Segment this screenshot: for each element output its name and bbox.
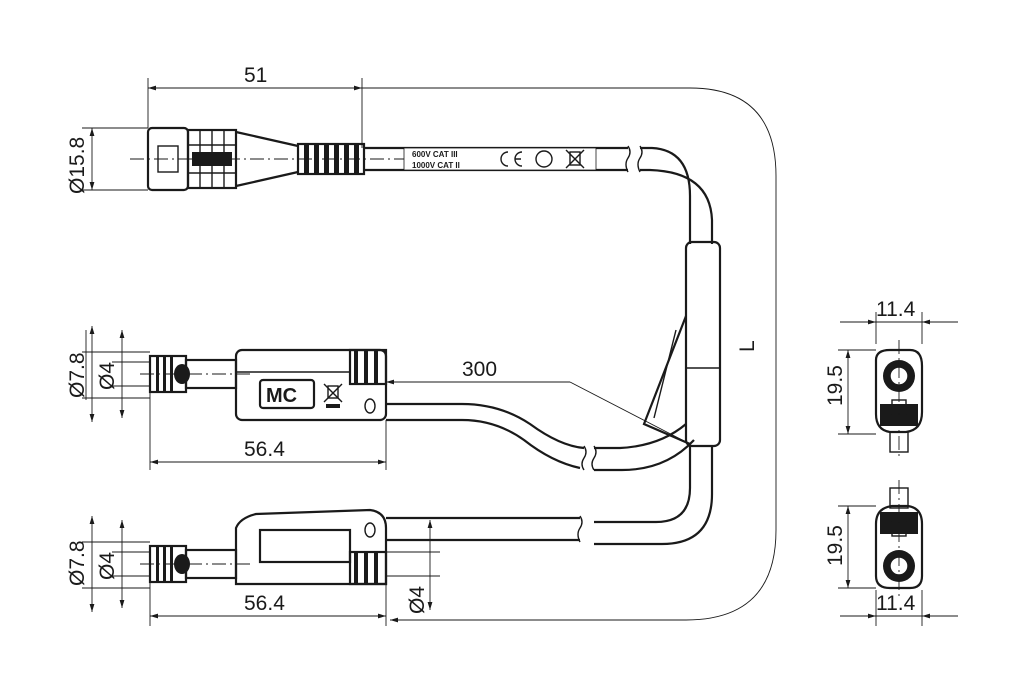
dim-plug1-pin: Ø4 (96, 362, 119, 390)
dim-side-width-bottom: 11.4 (876, 592, 916, 615)
ul-mark-icon (535, 150, 553, 168)
cable-marking-line2: 1000V CAT II (412, 161, 460, 170)
side-view-top: 11.4 19.5 (824, 298, 958, 456)
dim-total-length: L (736, 340, 759, 352)
dim-plug2-pin: Ø4 (96, 552, 119, 580)
dim-side-width-top: 11.4 (876, 298, 916, 321)
dim-plug1-length: 56.4 (244, 438, 285, 461)
top-connector: 51 Ø15.8 (66, 64, 420, 194)
dim-top-length: 51 (244, 64, 267, 87)
dim-plug2-length: 56.4 (244, 592, 285, 615)
dim-side-height-bottom: 19.5 (824, 525, 847, 566)
length-dimension: L (362, 87, 777, 623)
dim-socket-diameter: Ø4 (406, 586, 429, 614)
junction-body (642, 240, 722, 448)
dim-plug2-diameter: Ø7.8 (66, 540, 89, 586)
top-cable: 600V CAT III 1000V CAT II (364, 145, 714, 244)
plug-1: Ø7.8 Ø4 MC (66, 326, 388, 470)
junction-lower-cable-a (594, 446, 692, 524)
weee-bin-icon (565, 149, 585, 169)
dim-lead-length: 300 (462, 358, 497, 381)
dim-top-diameter: Ø15.8 (66, 137, 89, 194)
mc-logo: MC (266, 385, 297, 407)
side-view-bottom: 19.5 11.4 (824, 480, 958, 626)
dim-plug1-diameter: Ø7.8 (66, 352, 89, 398)
junction-lower-cable-b (594, 446, 714, 546)
dim-side-height-top: 19.5 (824, 365, 847, 406)
plug1-weee-bin-icon (323, 383, 343, 408)
plug1-cable: 300 (386, 358, 695, 472)
plug-2: Ø7.8 Ø4 Ø4 (66, 508, 583, 626)
cable-marking-line1: 600V CAT III (412, 150, 458, 159)
ce-mark-icon (500, 151, 523, 167)
